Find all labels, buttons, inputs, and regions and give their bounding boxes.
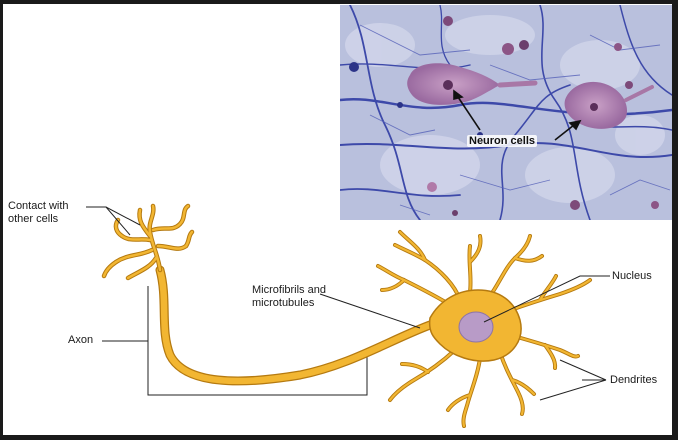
neuron-cell-body-a [407, 63, 538, 105]
frame-right-edge [672, 0, 678, 440]
nucleus [458, 311, 494, 343]
dendrites [376, 230, 592, 428]
neuron-micrograph [340, 5, 672, 220]
neuron-cell-body-b [564, 81, 654, 129]
glial-nuclei [349, 16, 659, 216]
microfibrils-label: Microfibrils and microtubules [252, 284, 326, 309]
frame-bottom-edge [0, 435, 678, 440]
axon-label: Axon [68, 334, 94, 346]
nucleus-label: Nucleus [612, 270, 652, 282]
leader-lines [86, 206, 610, 401]
dendrites-label: Dendrites [610, 374, 658, 386]
stained-fibers [340, 5, 672, 220]
neuron-cells-label: Neuron cells [467, 135, 538, 147]
tissue-texture [345, 15, 665, 203]
axon-terminals [101, 203, 195, 281]
frame-left-edge [0, 0, 3, 440]
micrograph-arrows [453, 89, 582, 141]
frame-top-edge [0, 0, 678, 4]
contact-with-other-cells-label: Contact with other cells [8, 200, 69, 225]
